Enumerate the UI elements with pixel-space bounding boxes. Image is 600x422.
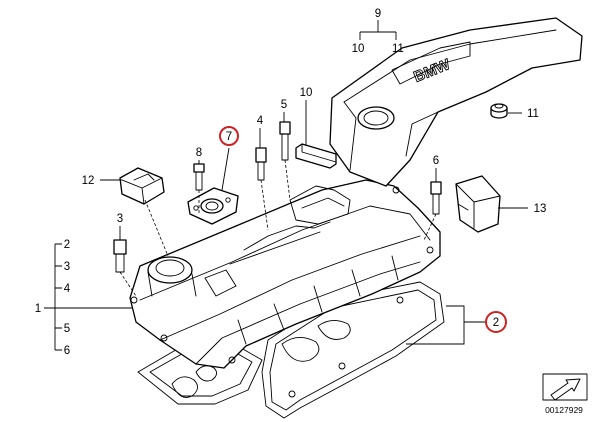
callout-5-top: 5 — [281, 99, 287, 111]
sealing-strip — [295, 143, 337, 169]
direction-marker-box — [542, 373, 588, 401]
callout-11: 11 — [527, 108, 539, 120]
highlight-ring-2 — [485, 311, 507, 333]
callout-labels: 9 10 11 10 11 5 4 7 8 12 6 13 3 2 3 4 1 … — [35, 8, 547, 357]
engine-cover: BMW — [329, 17, 583, 187]
callout-8: 8 — [196, 147, 202, 159]
callout-2-right: 2 — [493, 317, 499, 329]
rubber-grommet — [490, 103, 508, 119]
ventilation-flange — [187, 187, 239, 225]
callout-4-top: 4 — [257, 115, 264, 127]
callout-6-left: 6 — [64, 345, 70, 357]
callout-2-left: 2 — [64, 239, 70, 251]
leader-lines — [44, 20, 528, 351]
callout-12: 12 — [82, 175, 95, 187]
valve-cover — [129, 179, 441, 369]
catalog-number: 00127929 — [545, 405, 583, 415]
bolt-8 — [193, 163, 205, 191]
oil-filler-cap — [119, 167, 165, 205]
callout-9: 9 — [375, 8, 381, 20]
callout-10-cover: 10 — [352, 43, 365, 55]
stud-bolt-6 — [430, 181, 442, 215]
stud-bolt-5 — [279, 121, 291, 161]
assembly-lines — [119, 159, 437, 297]
callout-5-left: 5 — [64, 323, 70, 335]
bolt-4 — [255, 147, 267, 181]
callout-3-top: 3 — [117, 213, 123, 225]
callout-4-left: 4 — [64, 283, 71, 295]
callout-7: 7 — [226, 131, 232, 143]
callout-3-left: 3 — [64, 261, 70, 273]
valve-cover-gasket — [261, 281, 445, 419]
callout-11-cover: 11 — [392, 43, 404, 55]
catalog-tag: 00127929 — [542, 373, 588, 415]
callout-1: 1 — [35, 303, 41, 315]
cover-bracket — [455, 175, 501, 233]
arrow-in-box-icon — [550, 378, 581, 401]
callout-6-top: 6 — [433, 155, 439, 167]
callout-10: 10 — [300, 87, 313, 99]
highlight-ring-7 — [219, 126, 239, 146]
bolt-3 — [113, 239, 127, 273]
callout-13: 13 — [534, 203, 547, 215]
